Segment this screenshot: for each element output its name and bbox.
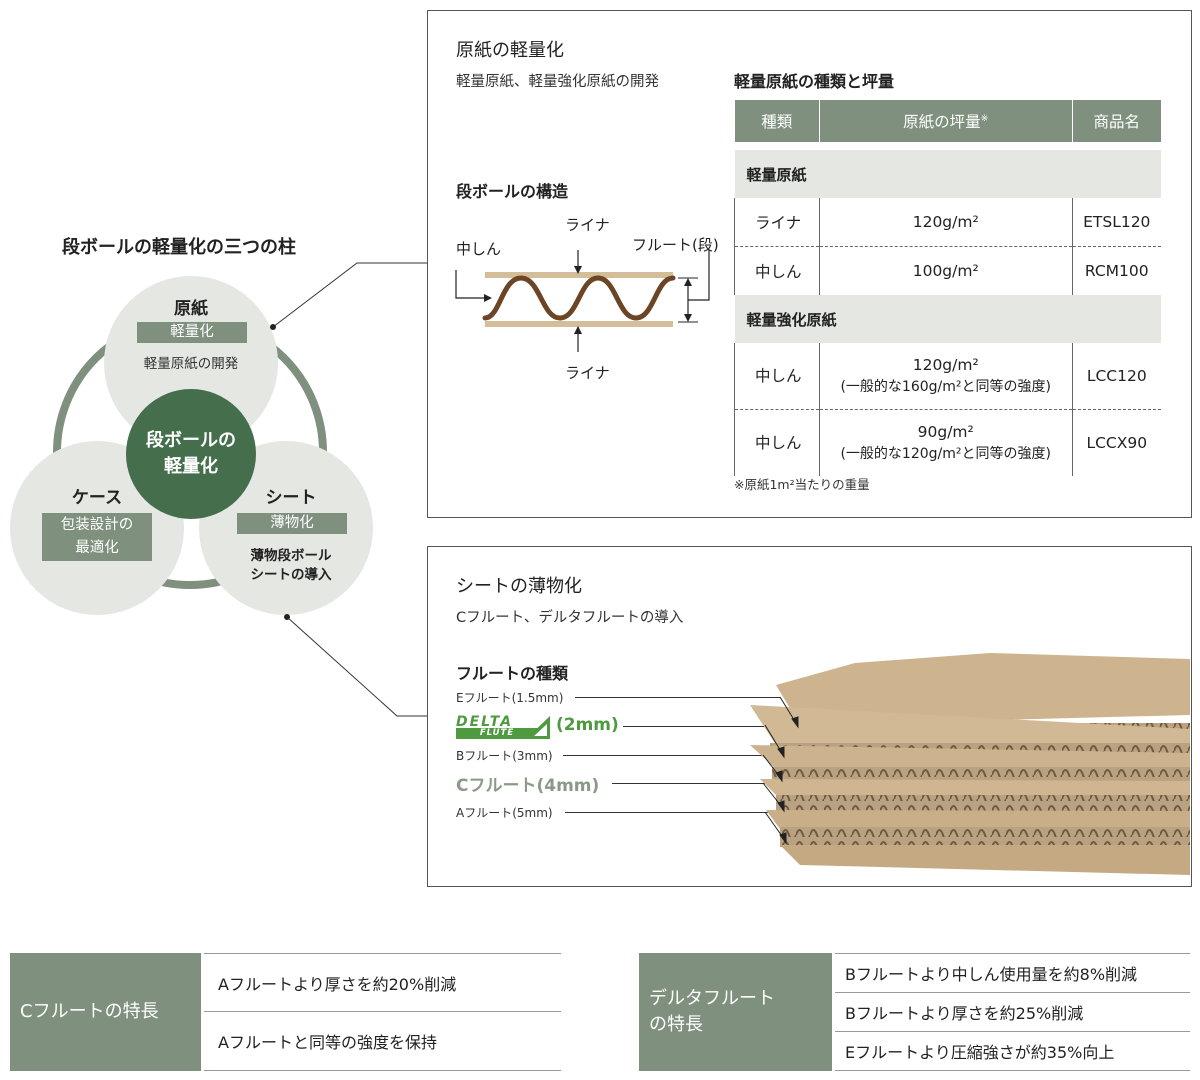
table-header-row: 種類 原紙の坪量※ 商品名: [734, 100, 1161, 142]
pillar-sheet-note: 薄物段ボール シートの導入: [221, 547, 361, 585]
table-header-type: 種類: [734, 100, 820, 142]
table-cell-type: 中しん: [734, 343, 820, 410]
paper-panel-subtitle: 軽量原紙、軽量強化原紙の開発: [456, 74, 659, 90]
pillar-sheet-note-line2: シートの導入: [250, 567, 332, 583]
pillar-case-tag-line1: 包装設計の: [60, 517, 134, 533]
connector-lines: [270, 262, 427, 717]
table-row: 中しん 90g/m² (一般的な120g/m²と同等の強度) LCCX90: [734, 409, 1162, 476]
flute-types-title: フルートの種類: [456, 664, 569, 683]
medium-label: 中しん: [456, 240, 502, 258]
table-row: ライナ 120g/m² ETSL120: [734, 198, 1161, 247]
flute-leader-a: [565, 812, 785, 813]
structure-title: 段ボールの構造: [456, 182, 569, 201]
table-header-weight-text: 原紙の坪量: [903, 113, 981, 131]
delta-logo-top: DELTA: [456, 714, 514, 730]
c-flute-feature-row: Aフルートと同等の強度を保持: [204, 1012, 561, 1071]
table-cell-weight: 100g/m²: [819, 246, 1073, 295]
delta-flute-features-label: デルタフルート の特長: [639, 953, 832, 1071]
delta-flute-features-label-line1: デルタフルート: [649, 988, 775, 1009]
table-footnote: ※原紙1m²当たりの重量: [734, 477, 870, 492]
paper-table-title: 軽量原紙の種類と坪量: [734, 72, 895, 91]
table-cell-weight-note: (一般的な120g/m²と同等の強度): [840, 446, 1051, 462]
flute-item-a: Aフルート(5mm): [456, 806, 553, 820]
table-cell-product: RCM100: [1084, 262, 1149, 280]
pillar-paper-note: 軽量原紙の開発: [143, 356, 239, 372]
pillar-case-tag: 包装設計の 最適化: [42, 513, 152, 561]
table-cell-weight-value: 120g/m²: [912, 356, 979, 374]
paper-panel-title: 原紙の軽量化: [456, 40, 564, 61]
delta-flute-feature-row: Bフルートより厚さを約25%削減: [835, 993, 1190, 1032]
sheet-panel-subtitle: Cフルート、デルタフルートの導入: [456, 610, 684, 626]
c-flute-feature-row: Aフルートより厚さを約20%削減: [204, 954, 561, 1012]
table-header-product: 商品名: [1072, 100, 1161, 142]
pillar-case-title: ケース: [71, 488, 123, 508]
pillar-sheet-title: シート: [265, 488, 317, 508]
table-cell-product: ETSL120: [1072, 198, 1161, 247]
liner-top-label: ライナ: [565, 216, 610, 234]
pillar-paper-tag: 軽量化: [137, 322, 247, 343]
flute-item-b: Bフルート(3mm): [456, 749, 553, 763]
pillar-center-line2: 軽量化: [164, 456, 218, 477]
flute-leader-e: [575, 697, 780, 698]
table-cell-type: ライナ: [734, 198, 820, 247]
flute-leader-delta: [623, 726, 783, 727]
c-flute-features-label: Cフルートの特長: [10, 953, 201, 1071]
table-row: 中しん 120g/m² (一般的な160g/m²と同等の強度) LCC120: [734, 343, 1161, 410]
delta-flute-features-label-line2: の特長: [649, 1014, 703, 1035]
sheet-panel-title: シートの薄物化: [456, 576, 582, 597]
delta-flute-feature-row: Bフルートより中しん使用量を約8%削減: [835, 954, 1190, 993]
pillar-paper-title: 原紙: [174, 299, 208, 319]
table-cell-type: 中しん: [734, 409, 820, 476]
c-flute-top-border: [204, 953, 561, 954]
liner-bottom-label: ライナ: [565, 364, 610, 382]
table-cell-product: LCC120: [1072, 343, 1161, 410]
table-group-name: 軽量強化原紙: [734, 295, 1161, 343]
liner-top-sheet: [485, 272, 673, 278]
flute-item-c: Cフルート(4mm): [456, 776, 600, 796]
table-cell-product: LCCX90: [1086, 434, 1148, 452]
delta-flute-feature-row: Eフルートより圧縮強さが約35%向上: [835, 1032, 1190, 1071]
table-header-note-mark: ※: [980, 113, 989, 124]
table-group-row: 軽量強化原紙: [734, 295, 1161, 343]
flute-item-e: Eフルート(1.5mm): [456, 691, 564, 705]
pillars-title: 段ボールの軽量化の三つの柱: [62, 237, 296, 258]
flute-leader-c: [612, 783, 782, 784]
pillar-sheet-note-line1: 薄物段ボール: [250, 548, 332, 564]
table-cell-weight-value: 90g/m²: [917, 423, 974, 441]
medium-wave: [482, 275, 676, 321]
table-cell-weight-note: (一般的な160g/m²と同等の強度): [840, 379, 1051, 395]
table-group-row: 軽量原紙: [734, 150, 1161, 198]
flute-leader-b: [563, 755, 783, 756]
pillar-sheet-tag: 薄物化: [237, 513, 347, 534]
corrugated-sheets-photo: [750, 653, 1190, 875]
table-cell-type: 中しん: [734, 246, 820, 295]
table-header-weight: 原紙の坪量※: [819, 100, 1073, 142]
table-row: 中しん 100g/m² RCM100: [734, 246, 1162, 295]
corrugated-structure-diagram: [455, 250, 710, 352]
sheet-stack: [750, 653, 1190, 875]
liner-bottom-sheet: [485, 321, 673, 327]
delta-flute-logo: DELTA FLUTE: [456, 714, 552, 740]
pillar-center: 段ボールの 軽量化: [126, 389, 256, 519]
pillar-case-tag-line2: 最適化: [75, 540, 119, 556]
pillar-center-line1: 段ボールの: [146, 430, 236, 451]
table-group-name: 軽量原紙: [734, 150, 1161, 198]
table-cell-weight: 90g/m² (一般的な120g/m²と同等の強度): [819, 409, 1073, 476]
paper-weight-table: 種類 原紙の坪量※ 商品名 軽量原紙 ライナ 120g/m² ETSL120 中…: [734, 100, 1161, 476]
flute-label: フルート(段): [632, 236, 719, 254]
delta-triangle-icon: [526, 716, 550, 739]
flute-item-delta: (2mm): [556, 715, 619, 735]
delta-logo-bottom: FLUTE: [456, 728, 538, 739]
table-cell-weight: 120g/m²: [819, 198, 1073, 247]
table-cell-weight: 120g/m² (一般的な160g/m²と同等の強度): [819, 343, 1073, 410]
delta-flute-top-border: [835, 953, 1190, 954]
c-flute-features-label-text: Cフルートの特長: [20, 1001, 159, 1022]
